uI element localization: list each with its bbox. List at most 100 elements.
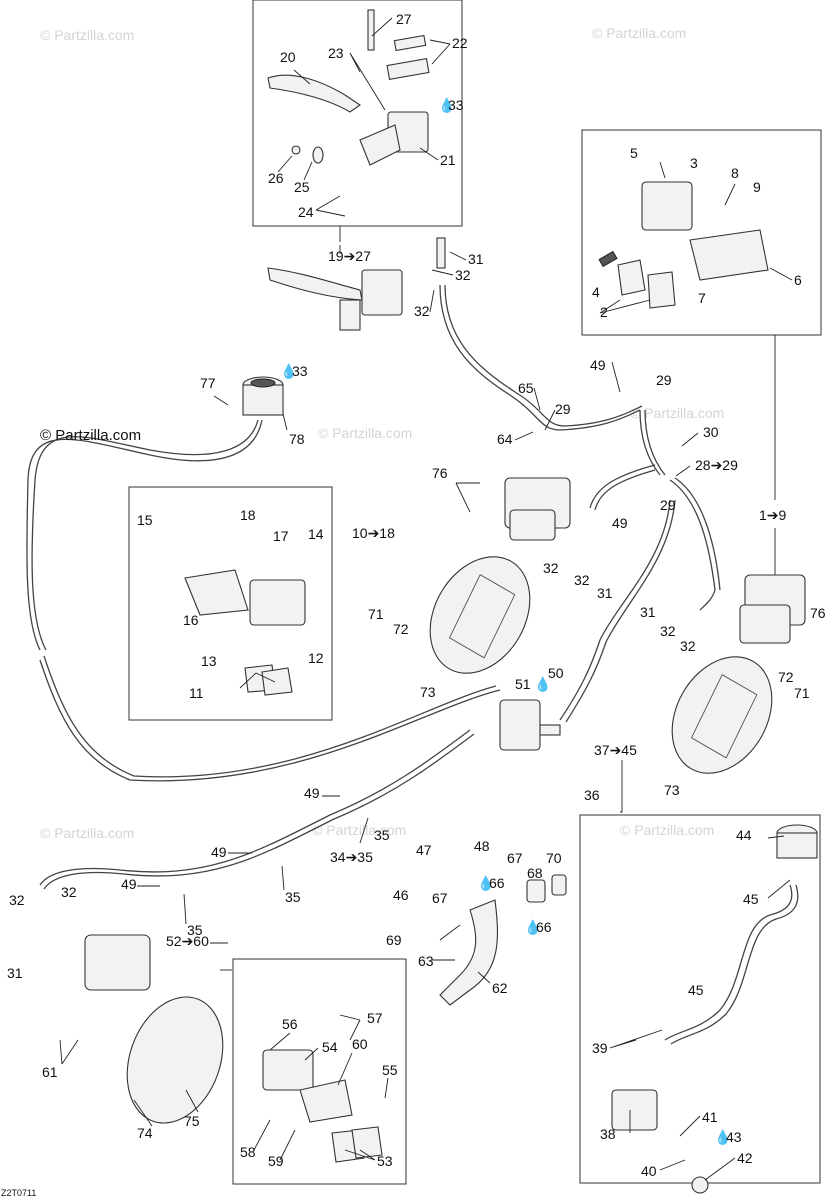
callout-73: 73 xyxy=(664,782,680,798)
oil-drop-icon: 💧 xyxy=(524,919,541,936)
oil-drop-icon: 💧 xyxy=(714,1129,731,1146)
copyright-label: © Partzilla.com xyxy=(40,427,141,444)
callout-76: 76 xyxy=(432,465,448,481)
callout-10-18: 10➔18 xyxy=(352,525,395,541)
callout-35: 35 xyxy=(285,889,301,905)
callout-13: 13 xyxy=(201,653,217,669)
oil-drop-icon: 💧 xyxy=(280,363,297,380)
callout-59: 59 xyxy=(268,1153,284,1169)
callout-70: 70 xyxy=(546,850,562,866)
callout-23: 23 xyxy=(328,45,344,61)
callout-71: 71 xyxy=(794,685,810,701)
callout-32: 32 xyxy=(455,267,471,283)
callout-74: 74 xyxy=(137,1125,153,1141)
callout-48: 48 xyxy=(474,838,490,854)
callout-73: 73 xyxy=(420,684,436,700)
callout-18: 18 xyxy=(240,507,256,523)
callout-67: 67 xyxy=(507,850,523,866)
brake-hoses xyxy=(26,284,799,1045)
callout-32: 32 xyxy=(543,560,559,576)
callout-66: 66 xyxy=(489,875,505,891)
callout-67: 67 xyxy=(432,890,448,906)
callout-41: 41 xyxy=(702,1109,718,1125)
callout-26: 26 xyxy=(268,170,284,186)
callout-49: 49 xyxy=(590,357,606,373)
callout-29: 29 xyxy=(555,401,571,417)
callout-47: 47 xyxy=(416,842,432,858)
callout-29: 29 xyxy=(660,497,676,513)
callout-31: 31 xyxy=(640,604,656,620)
callout-43: 43 xyxy=(726,1129,742,1145)
callout-58: 58 xyxy=(240,1144,256,1160)
callout-49: 49 xyxy=(612,515,628,531)
callout-7: 7 xyxy=(698,290,706,306)
callout-20: 20 xyxy=(280,49,296,65)
callout-12: 12 xyxy=(308,650,324,666)
callout-60: 60 xyxy=(352,1036,368,1052)
callout-28-29: 28➔29 xyxy=(695,457,738,473)
inset-box-master-cylinder xyxy=(252,0,463,227)
callout-4: 4 xyxy=(592,284,600,300)
inset-box-rear-caliper xyxy=(232,958,407,1185)
callout-57: 57 xyxy=(367,1010,383,1026)
callout-33: 33 xyxy=(292,363,308,379)
callout-39: 39 xyxy=(592,1040,608,1056)
callout-11: 11 xyxy=(189,685,204,701)
callout-5: 5 xyxy=(630,145,638,161)
callout-27: 27 xyxy=(396,11,412,27)
callout-25: 25 xyxy=(294,179,310,195)
callout-51: 51 xyxy=(515,676,531,692)
callout-14: 14 xyxy=(308,526,324,542)
callout-46: 46 xyxy=(393,887,409,903)
callout-54: 54 xyxy=(322,1039,338,1055)
watermark: © Partzilla.com xyxy=(592,25,686,41)
callout-45: 45 xyxy=(743,891,759,907)
callout-68: 68 xyxy=(527,865,543,881)
callout-29: 29 xyxy=(656,372,672,388)
callout-52-60: 52➔60 xyxy=(166,933,209,949)
callout-22: 22 xyxy=(452,35,468,51)
callout-19-27: 19➔27 xyxy=(328,248,371,264)
callout-53: 53 xyxy=(377,1153,393,1169)
watermark: © Partzilla.com xyxy=(312,822,406,838)
callout-44: 44 xyxy=(736,827,752,843)
callout-45: 45 xyxy=(688,982,704,998)
callout-32: 32 xyxy=(61,884,77,900)
callout-35: 35 xyxy=(374,827,390,843)
callout-32: 32 xyxy=(574,572,590,588)
callout-3: 3 xyxy=(690,155,698,171)
inset-box-front-right-caliper xyxy=(128,486,333,721)
callout-31: 31 xyxy=(7,965,23,981)
callout-1-9: 1➔9 xyxy=(759,507,787,523)
callout-33: 33 xyxy=(448,97,464,113)
callout-35: 35 xyxy=(187,922,203,938)
watermark: © Partzilla.com xyxy=(630,405,724,421)
callout-65: 65 xyxy=(518,380,534,396)
callout-78: 78 xyxy=(289,431,305,447)
callout-31: 31 xyxy=(468,251,484,267)
callout-30: 30 xyxy=(703,424,719,440)
callout-31: 31 xyxy=(597,585,613,601)
callout-32: 32 xyxy=(660,623,676,639)
callout-21: 21 xyxy=(440,152,456,168)
callout-61: 61 xyxy=(42,1064,58,1080)
callout-72: 72 xyxy=(393,621,409,637)
callout-77: 77 xyxy=(200,375,216,391)
oil-drop-icon: 💧 xyxy=(477,875,494,892)
callout-63: 63 xyxy=(418,953,434,969)
callout-17: 17 xyxy=(273,528,289,544)
callout-32: 32 xyxy=(680,638,696,654)
callout-40: 40 xyxy=(641,1163,657,1179)
callout-24: 24 xyxy=(298,204,314,220)
callout-32: 32 xyxy=(9,892,25,908)
callout-50: 50 xyxy=(548,665,564,681)
callout-69: 69 xyxy=(386,932,402,948)
callout-42: 42 xyxy=(737,1150,753,1166)
callouts: 27 22 23 20 💧 33 21 26 25 24 19➔27 31 32… xyxy=(1,11,826,1198)
watermark: © Partzilla.com xyxy=(620,822,714,838)
leader-lines xyxy=(59,17,793,1181)
oil-drop-icon: 💧 xyxy=(438,97,455,114)
inset-box-front-left-caliper xyxy=(581,129,822,336)
callout-56: 56 xyxy=(282,1016,298,1032)
